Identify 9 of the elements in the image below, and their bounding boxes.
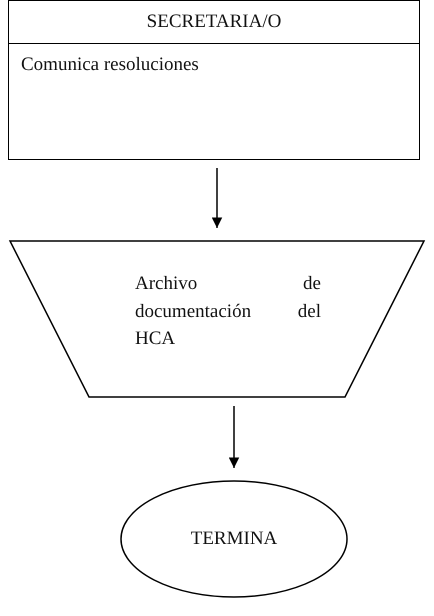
box-text: Comunica resoluciones xyxy=(20,53,200,77)
arrow xyxy=(212,168,222,228)
arrow xyxy=(228,406,240,468)
process-box xyxy=(8,0,420,160)
node-text: TERMINA xyxy=(190,527,278,551)
trapezoid-shape xyxy=(9,240,425,398)
terminal-ellipse xyxy=(120,480,348,598)
node-text: Archivo de documentación del HCA xyxy=(135,272,321,352)
box-heading: SECRETARIA/O xyxy=(9,1,419,44)
